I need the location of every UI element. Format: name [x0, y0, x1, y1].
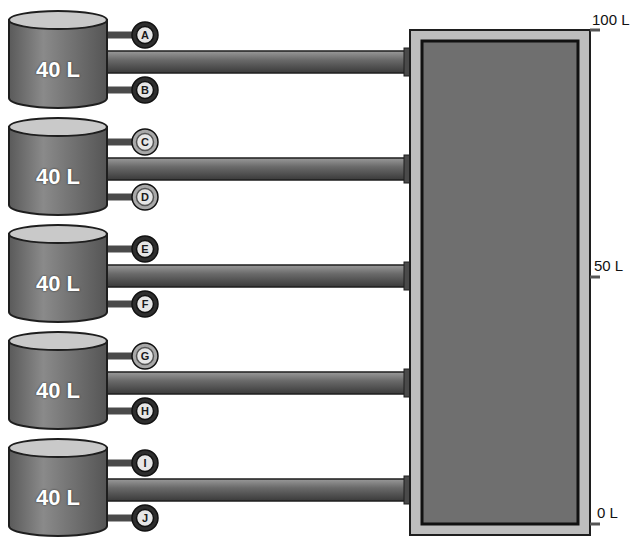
capacity-label: 40 L	[36, 57, 80, 83]
cylinder-body	[9, 234, 107, 322]
cylinder-top	[9, 225, 107, 243]
valve-letter: H	[141, 406, 149, 417]
supply-tank: 40 L	[8, 10, 108, 108]
valve-stub-pipe	[107, 460, 132, 467]
valve: B	[131, 76, 159, 104]
valve-letter: C	[141, 137, 149, 148]
valve: D	[131, 183, 159, 211]
pipe	[100, 479, 412, 501]
valve-ring	[132, 505, 158, 531]
valve-letter: E	[141, 244, 148, 255]
valve-center	[137, 82, 154, 99]
valve-ring	[132, 184, 158, 210]
valve-ring	[132, 450, 158, 476]
pipe	[100, 48, 412, 504]
valve-letter: I	[143, 458, 146, 469]
supply-tank: 40 L	[8, 438, 108, 536]
capacity-label: 40 L	[36, 378, 80, 404]
valve: I	[131, 449, 159, 477]
valve-center	[137, 27, 154, 44]
valve: E	[131, 235, 159, 263]
cylinder-top	[9, 439, 107, 457]
valve-letter: J	[142, 513, 148, 524]
pipe	[100, 158, 412, 180]
valve-letter: B	[141, 85, 149, 96]
valve-center	[137, 510, 154, 527]
valve-center	[137, 296, 154, 313]
cylinder-body	[9, 341, 107, 429]
scale-tick	[590, 523, 600, 526]
valve-stub-pipe	[107, 246, 132, 253]
valve-stub-pipe	[107, 301, 132, 308]
supply-tank: 40 L	[8, 331, 108, 429]
valve: H	[131, 397, 159, 425]
capacity-label: 40 L	[36, 271, 80, 297]
cylinder-top	[9, 332, 107, 350]
valve-ring	[132, 398, 158, 424]
pipe	[100, 372, 412, 394]
valve-ring	[132, 236, 158, 262]
valve-stub-pipe	[107, 87, 132, 94]
valve-stub-pipe	[107, 194, 132, 201]
cylinder-body	[9, 448, 107, 536]
valve-ring	[132, 129, 158, 155]
cylinder-body	[9, 127, 107, 215]
scale-tick	[590, 276, 600, 279]
valve: A	[131, 21, 159, 49]
cylinder-body	[9, 20, 107, 108]
valve-ring	[132, 22, 158, 48]
valve-center	[137, 134, 154, 151]
valve-center	[137, 241, 154, 258]
scale-label: 50 L	[594, 257, 623, 274]
tank-housing	[410, 30, 590, 535]
scale-tick	[590, 29, 600, 32]
valve-ring	[132, 343, 158, 369]
scale-label: 100 L	[592, 11, 630, 28]
cylinder-top	[9, 118, 107, 136]
valve-stub-pipe	[107, 408, 132, 415]
valve-stub-pipe	[107, 139, 132, 146]
pipe	[100, 265, 412, 287]
valve: J	[131, 504, 159, 532]
supply-tank: 40 L	[8, 117, 108, 215]
valve-letter: A	[141, 30, 149, 41]
valve: C	[131, 128, 159, 156]
scale-label: 0 L	[597, 504, 618, 521]
capacity-label: 40 L	[36, 485, 80, 511]
valve-stub-pipe	[107, 353, 132, 360]
valve-letter: F	[142, 299, 149, 310]
valve-center	[137, 403, 154, 420]
tank-liquid	[422, 41, 578, 524]
valve-ring	[132, 77, 158, 103]
valve-letter: G	[141, 351, 150, 362]
capacity-label: 40 L	[36, 164, 80, 190]
valve-stub-pipe	[107, 32, 132, 39]
valve-center	[137, 189, 154, 206]
valve-center	[137, 455, 154, 472]
valve-letter: D	[141, 192, 149, 203]
valve-ring	[132, 291, 158, 317]
valve-center	[137, 348, 154, 365]
pipe	[100, 51, 412, 73]
supply-tank: 40 L	[8, 224, 108, 322]
valve: F	[131, 290, 159, 318]
cylinder-top	[9, 11, 107, 29]
valve-stub-pipe	[107, 515, 132, 522]
main-tank	[410, 30, 590, 535]
scale-ticks	[590, 30, 600, 524]
valve: G	[131, 342, 159, 370]
